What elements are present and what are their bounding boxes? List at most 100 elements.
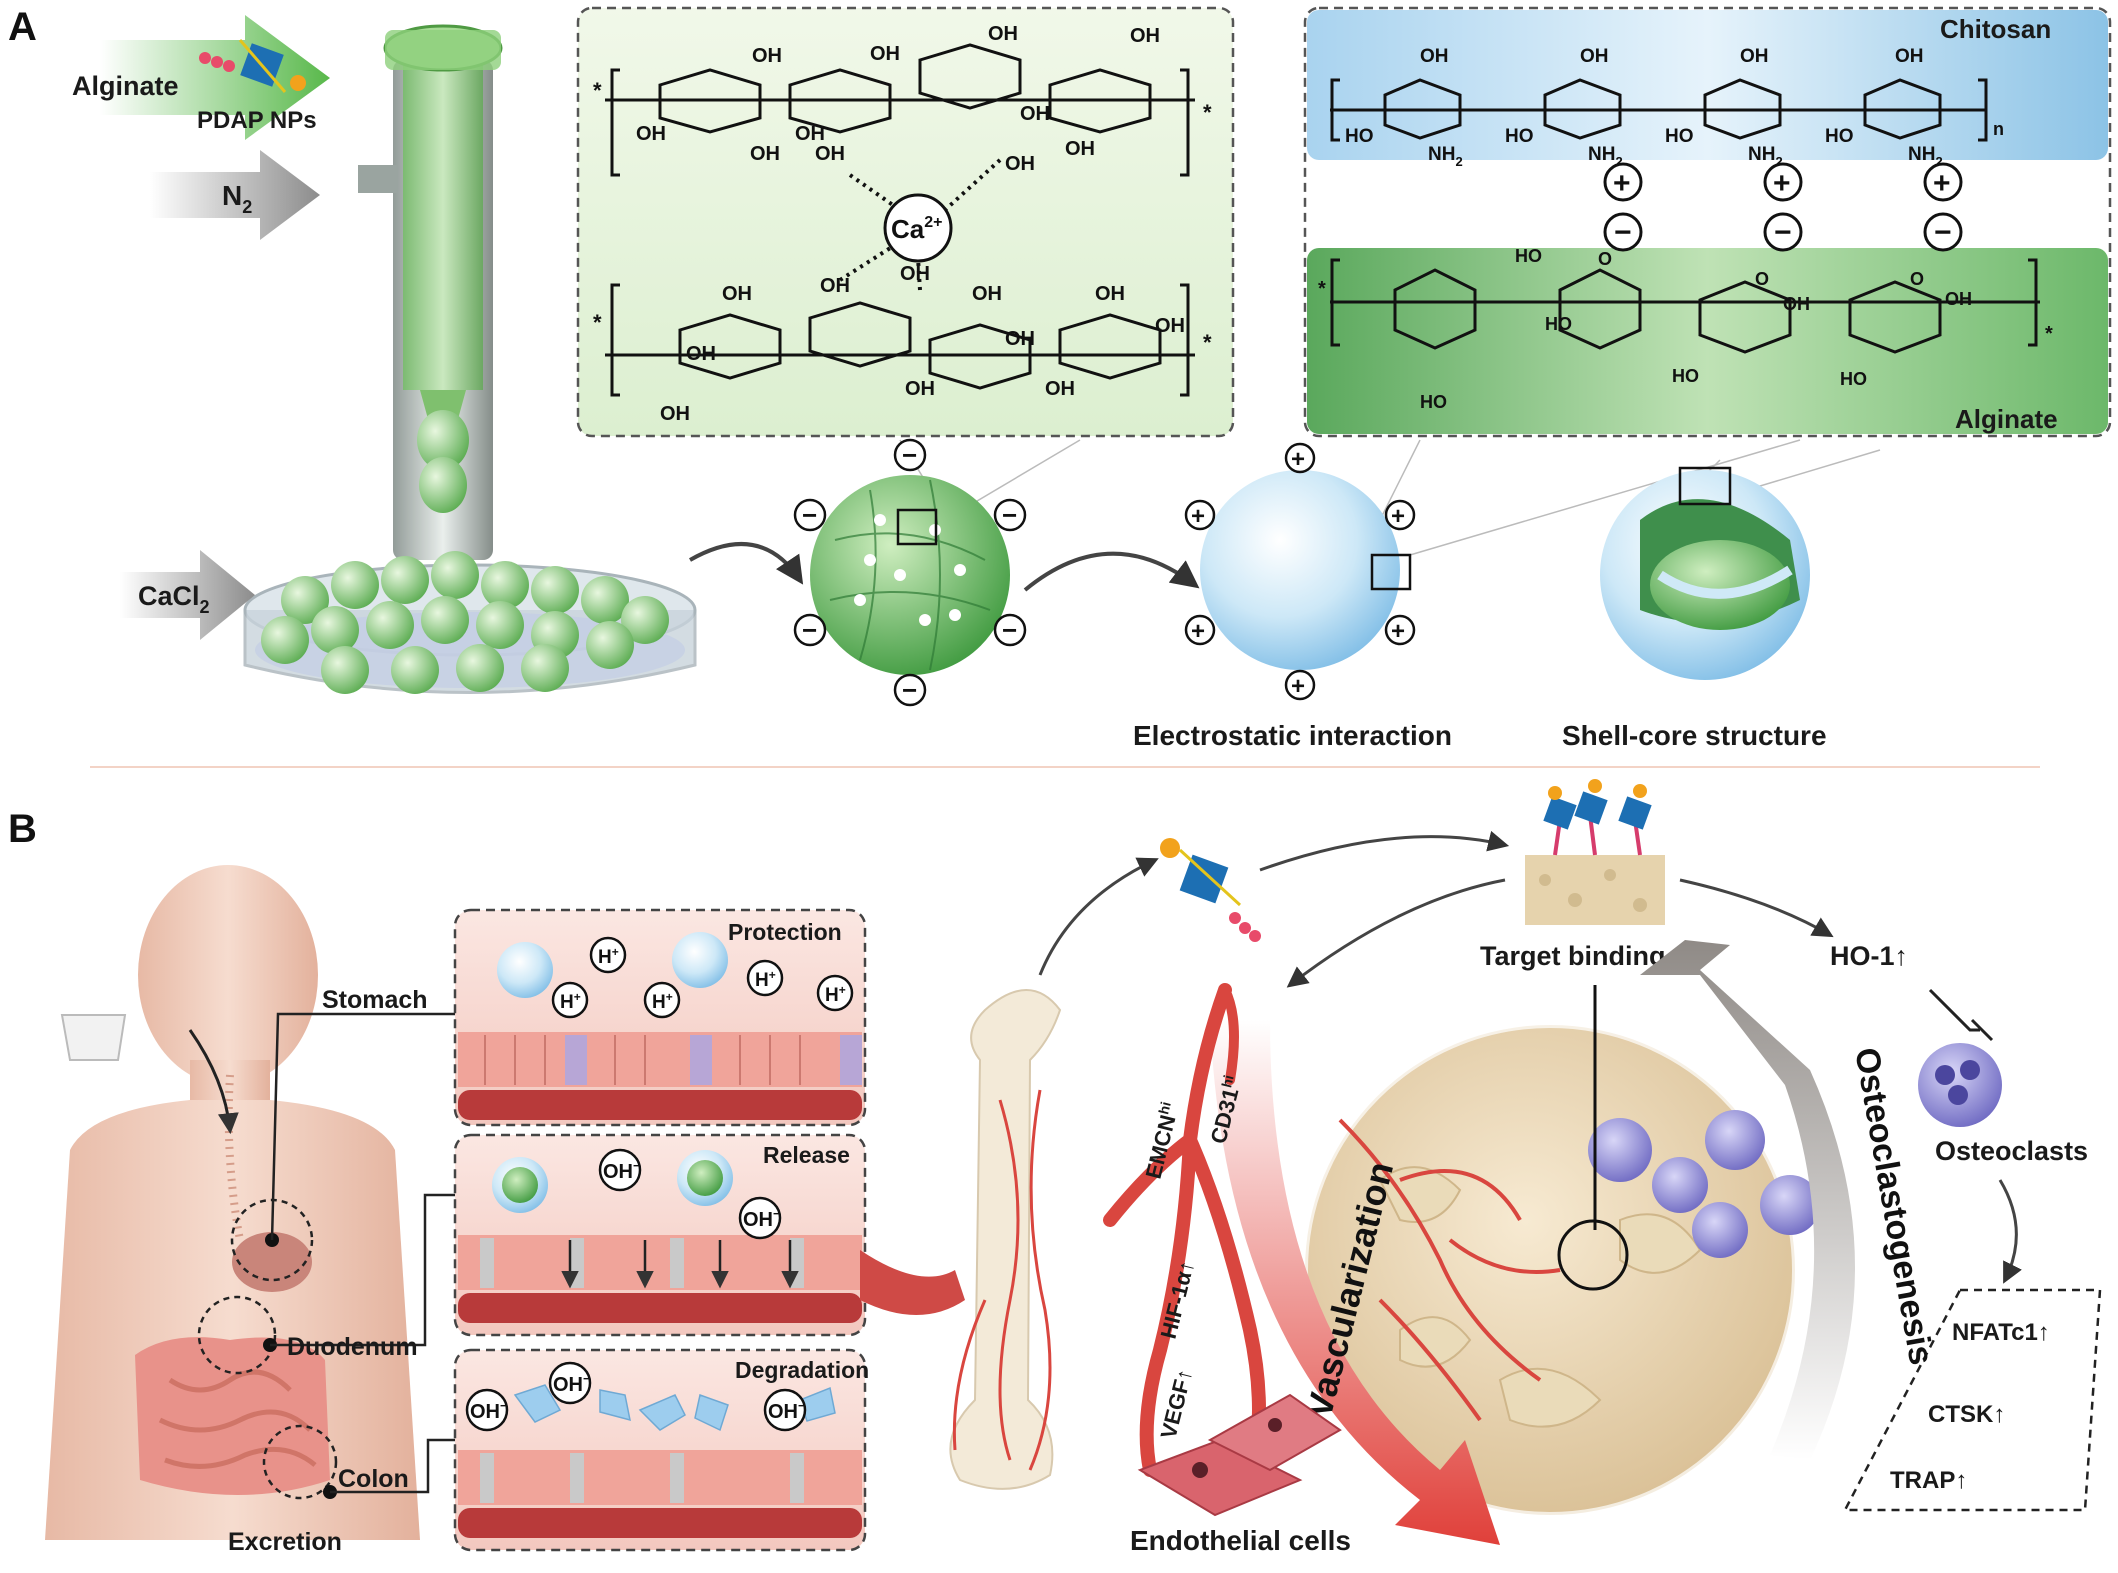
shell-core-sphere [1600, 466, 1810, 680]
alginate-ho: HO [1840, 369, 1867, 389]
repeat-marker: * [1203, 100, 1212, 125]
hydroxyl-label: OH [636, 123, 666, 145]
blood-vessels [1338, 1118, 1561, 1422]
positive-charge: + [1391, 503, 1405, 530]
stomach-organ [232, 1232, 312, 1292]
positive-charge: + [1191, 503, 1205, 530]
amine-group: NH2 [1428, 144, 1463, 169]
vegf-label: VEGF↑ [1156, 1366, 1197, 1441]
alginate-chain-top [605, 43, 1195, 177]
zoom-box [1370, 553, 1412, 591]
duodenum-zoom-circle [197, 1295, 277, 1375]
ho1-label: HO-1↑ [1830, 941, 1908, 971]
osteoclastogenesis-arrow [1640, 940, 1855, 1460]
trap-label: TRAP↑ [1890, 1467, 1967, 1494]
positive-charge: + [1291, 446, 1305, 473]
endothelial-label: Endothelial cells [1130, 1525, 1351, 1556]
vascularization-arrow [1210, 1020, 1500, 1545]
positive-charge: + [1613, 167, 1631, 200]
positive-charge: + [1933, 167, 1951, 200]
osteoclast-cell [1918, 988, 2002, 1127]
alginate-ho: HO [1515, 246, 1542, 266]
hydroxide: OH− [768, 1398, 806, 1423]
positive-charge: + [1773, 167, 1791, 200]
electrostatic-caption: Electrostatic interaction [1133, 720, 1452, 751]
chitosan-ho: HO [1665, 126, 1694, 147]
intestine [135, 1337, 330, 1495]
zoom-box [1678, 466, 1732, 506]
endothelial-cells [1137, 1393, 1342, 1517]
hydroxyl-label: OH [1020, 103, 1050, 125]
targeting-arrow [1259, 830, 1510, 872]
alginate-input-arrow: Alginate PDAP NPs [72, 15, 330, 140]
alginate-label: Alginate [72, 71, 179, 101]
duodenum-label: Duodenum [287, 1333, 418, 1361]
alginate-carboxylate: O [1598, 249, 1612, 269]
marker-box: NFATc1↑ CTSK↑ TRAP↑ [1842, 1288, 2102, 1512]
hydroxyl-label: OH [752, 45, 782, 67]
proton: H+ [652, 990, 673, 1013]
amine-group: NH2 [1588, 144, 1623, 169]
hydroxyl-label: OH [1130, 25, 1160, 47]
chitosan-coated-sphere [1200, 470, 1412, 670]
alginate-ho: HO [1420, 392, 1447, 412]
alginate-oh: OH [1783, 294, 1810, 314]
alginate-gel-sphere [810, 475, 1010, 675]
alginate-oh: OH [1945, 289, 1972, 309]
calcium-label: Ca2+ [891, 214, 943, 244]
gel-beads [261, 551, 669, 694]
cacl2-input-arrow: CaCl2 [120, 550, 255, 640]
amine-group: NH2 [1908, 144, 1943, 169]
chitosan-label: Chitosan [1940, 14, 2051, 44]
release-box: Release OH− OH− [453, 1133, 867, 1337]
excretion-label: Excretion [228, 1528, 342, 1556]
alginate-ho: HO [1545, 314, 1572, 334]
vessel-tree [1103, 983, 1266, 1477]
transport-arrow [1038, 857, 1159, 976]
n2-label: N2 [222, 180, 252, 217]
chitosan-chain [1330, 78, 1988, 142]
proton: H+ [598, 945, 619, 968]
chitosan-alginate-box: Chitosan Alginate OH OH OH OH HO HO HO H… [1303, 6, 2112, 438]
negative-charge: − [1614, 216, 1632, 249]
panel-a-letter: A [8, 5, 37, 49]
repeat-marker: * [2045, 323, 2053, 345]
pdap-nps-label: PDAP NPs [197, 107, 317, 134]
positive-charge: + [1391, 618, 1405, 645]
hydroxyl-label: OH [1045, 378, 1075, 400]
colon-zoom-circle [262, 1424, 338, 1500]
hydroxyl-label: OH [1065, 138, 1095, 160]
osteoclasts-label: Osteoclasts [1935, 1136, 2088, 1166]
process-arrow [689, 542, 804, 585]
extrusion-device [358, 24, 503, 560]
inhibition-line [1928, 988, 1980, 1032]
stomach-label: Stomach [322, 986, 428, 1014]
emcn-label: EMCNhi [1140, 1100, 1184, 1181]
alginate-carboxylate: O [1910, 269, 1924, 289]
calcium-ion: Ca2+ [838, 158, 1002, 291]
chitosan-band [1307, 10, 2108, 160]
bone-tissue-sphere [1302, 985, 1820, 1518]
colon-label: Colon [338, 1465, 409, 1493]
chitosan-oh: OH [1740, 46, 1769, 67]
charge-pairs: + + + − − − [1603, 162, 1963, 252]
positive-charge: + [1291, 673, 1305, 700]
cup-icon [60, 1014, 127, 1061]
hydroxyl-label: OH [795, 123, 825, 145]
chitosan-ho: HO [1345, 126, 1374, 147]
hydroxyl-label: OH [905, 378, 935, 400]
hydroxyl-label: OH [815, 143, 845, 165]
osteoclasts-on-bone [1588, 1110, 1820, 1258]
hydroxide: OH− [470, 1398, 508, 1423]
alginate-band [1307, 248, 2108, 434]
alginate-chain [1330, 258, 2040, 354]
repeat-marker: * [593, 78, 602, 103]
proton: H+ [755, 968, 776, 991]
pdap-nanoparticle-icon [199, 39, 306, 93]
nfatc1-label: NFATc1↑ [1952, 1319, 2050, 1346]
negative-charge: − [902, 440, 917, 470]
negative-charge: − [802, 500, 817, 530]
repeat-marker: * [1318, 278, 1326, 300]
